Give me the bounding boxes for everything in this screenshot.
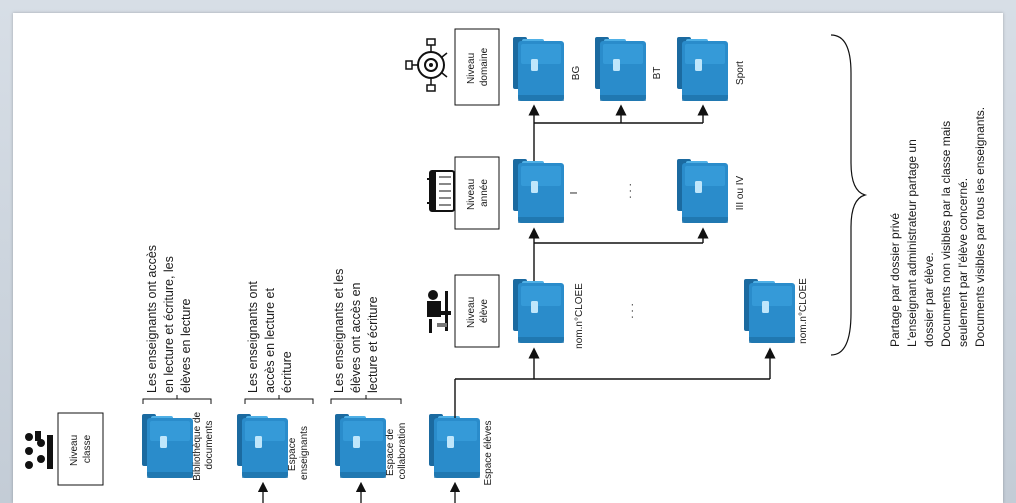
private-sharing-brace xyxy=(830,34,868,356)
hierarchy-connectors xyxy=(454,104,776,418)
student-last-label: nom.n°CLOEE xyxy=(798,278,809,344)
private-sharing-note: Partage par dossier privé L'enseignant a… xyxy=(888,107,987,347)
domain-bt-label: BT xyxy=(652,67,663,80)
student-last-folder-icon[interactable] xyxy=(744,279,795,343)
collaboration-space-folder-icon[interactable] xyxy=(335,414,386,478)
collaboration-space-label: Espace de collaboration xyxy=(385,423,408,480)
teachers-space-label: Espace enseignants xyxy=(287,426,310,480)
library-folder-icon[interactable] xyxy=(142,414,193,478)
teachers-brace xyxy=(244,395,314,404)
domain-bg-folder-icon[interactable] xyxy=(513,37,564,101)
domain-level-label: Niveau domaine xyxy=(466,47,490,86)
class-level-icon xyxy=(25,431,53,469)
domain-bg-label: BG xyxy=(571,66,582,81)
student-level-box xyxy=(454,274,500,348)
year-level-label: Niveau année xyxy=(466,176,490,210)
library-brace xyxy=(142,395,212,404)
years-ellipsis: . . . xyxy=(622,183,634,198)
collaboration-brace xyxy=(330,395,402,404)
domain-level-icon xyxy=(405,38,448,92)
collaboration-access-note: Les enseignants et les élèves ont accès … xyxy=(332,265,380,393)
teachers-space-folder-icon[interactable] xyxy=(237,414,288,478)
year-level-box xyxy=(454,156,500,230)
year-first-label: I xyxy=(569,192,580,195)
calendar-icon xyxy=(427,170,455,212)
class-level-label: Niveau classe xyxy=(69,432,93,466)
teachers-access-note: Les enseignants ont accès en lecture et … xyxy=(246,278,294,393)
year-first-folder-icon[interactable] xyxy=(513,159,564,223)
domain-level-box xyxy=(454,28,500,106)
domain-sport-folder-icon[interactable] xyxy=(677,37,728,101)
diagram-canvas: Niveau classe Bibliothèque de documents … xyxy=(13,13,1003,503)
students-space-label: Espace élèves xyxy=(483,420,494,485)
sharing-structure-diagram: Niveau classe Bibliothèque de documents … xyxy=(25,28,987,503)
students-ellipsis: . . . xyxy=(624,303,636,318)
class-level-box xyxy=(57,412,104,486)
student-level-icon xyxy=(427,290,451,333)
domain-sport-label: Sport xyxy=(735,61,746,85)
library-access-note: Les enseignants ont accès en lecture et … xyxy=(145,241,193,393)
student-level-label: Niveau élève xyxy=(466,294,490,328)
student-first-folder-icon[interactable] xyxy=(513,279,564,343)
library-folder-label: Bibliothèque de documents xyxy=(192,409,215,481)
student-first-label: nom.n°CLOEE xyxy=(574,283,585,349)
year-last-folder-icon[interactable] xyxy=(677,159,728,223)
domain-bt-folder-icon[interactable] xyxy=(595,37,646,101)
year-last-label: III ou IV xyxy=(735,175,746,210)
students-space-folder-icon[interactable] xyxy=(429,414,480,478)
